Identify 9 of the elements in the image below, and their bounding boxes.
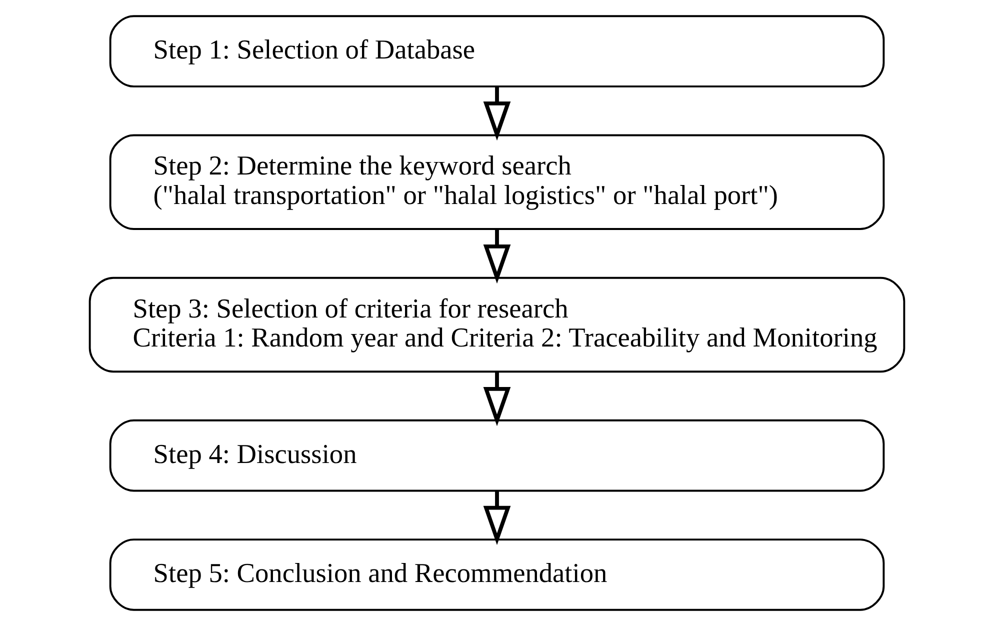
arrow — [482, 230, 510, 284]
node-box: Step 3: Selection of criteria for research Criteria 1: Random year and Criteria 2: Traceability and Monitoring — [88, 276, 905, 373]
node-box: Step 2: Determine the keyword search ("halal transportation" or "halal logistics" or "halal port") — [108, 134, 884, 230]
node-box: Step 1: Selection of Database — [108, 15, 884, 88]
arrow — [482, 490, 510, 545]
node-box: Step 4: Discussion — [108, 419, 884, 492]
arrow — [482, 86, 510, 141]
node-box: Step 5: Conclusion and Recommendation — [108, 538, 884, 611]
arrow — [482, 372, 510, 426]
